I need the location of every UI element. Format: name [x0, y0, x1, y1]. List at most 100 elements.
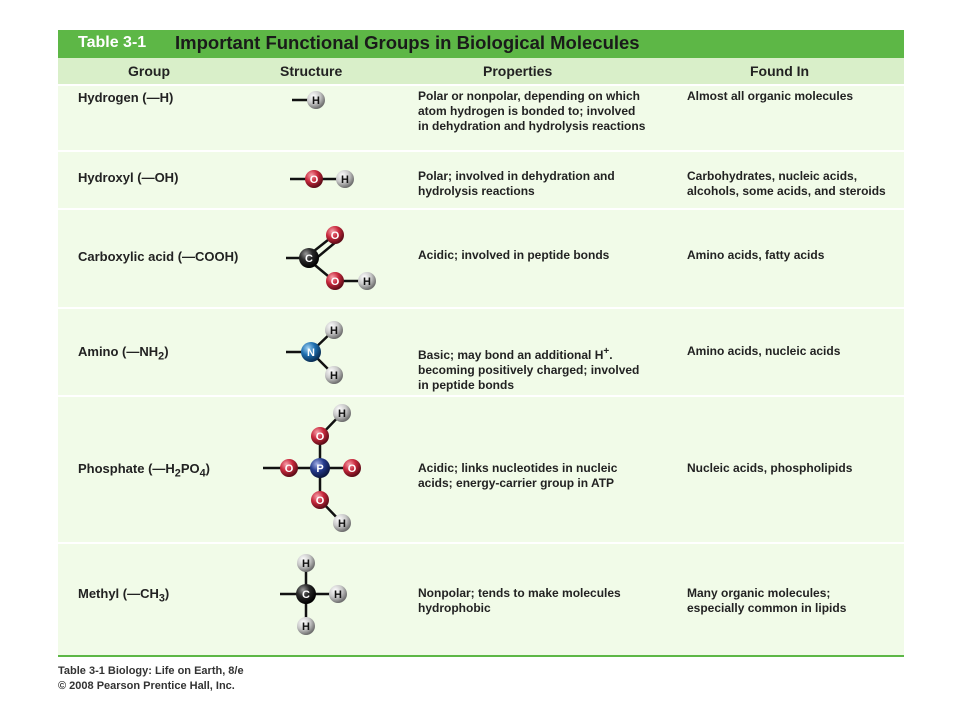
hydrogen-atom-icon: H	[325, 321, 343, 339]
hydrogen-atom-icon: H	[358, 272, 376, 290]
properties-line: in peptide bonds	[418, 378, 514, 392]
svg-text:H: H	[302, 558, 310, 570]
title-bar: Table 3-1 Important Functional Groups in…	[58, 30, 904, 58]
methyl-structure: C H H H	[280, 554, 347, 635]
properties-cell: Polar or nonpolar, depending on which at…	[418, 89, 678, 134]
properties-cell: Polar; involved in dehydration and hydro…	[418, 169, 678, 199]
found-in-line: Many organic molecules;	[687, 586, 831, 600]
found-in-line: Amino acids, nucleic acids	[687, 344, 841, 358]
header-found-in: Found In	[750, 63, 810, 79]
hydrogen-atom-icon: H	[297, 554, 315, 572]
svg-text:O: O	[316, 495, 325, 507]
group-name: Hydrogen (—H)	[78, 90, 174, 105]
row-divider	[58, 150, 904, 152]
properties-line: hydrolysis reactions	[418, 184, 535, 198]
structure-diagrams: H O H C O O H N H H	[263, 91, 376, 635]
svg-text:O: O	[348, 463, 357, 475]
group-name-text: PO	[180, 461, 200, 476]
caption-line-1: Table 3-1 Biology: Life on Earth, 8/e	[58, 665, 244, 677]
svg-text:H: H	[363, 276, 371, 288]
hydrogen-atom-icon: H	[325, 366, 343, 384]
properties-text: Basic; may bond an additional H	[418, 348, 604, 362]
found-in-line: Nucleic acids, phospholipids	[687, 461, 853, 475]
svg-text:H: H	[330, 370, 338, 382]
svg-text:H: H	[341, 174, 349, 186]
hydrogen-atom-icon: H	[336, 170, 354, 188]
oxygen-atom-icon: O	[305, 170, 323, 188]
table-title: Important Functional Groups in Biologica…	[175, 32, 640, 53]
group-name-text: Amino (—NH	[78, 344, 159, 359]
phosphorus-atom-icon: P	[310, 458, 330, 478]
properties-line: Basic; may bond an additional H+.	[418, 344, 678, 363]
properties-line: becoming positively charged; involved	[418, 363, 640, 377]
carbon-atom-icon: C	[296, 584, 316, 604]
properties-text: .	[609, 348, 613, 362]
hydrogen-structure: H	[292, 91, 325, 109]
properties-line: Polar or nonpolar, depending on which	[418, 89, 641, 103]
properties-cell: Basic; may bond an additional H+. becomi…	[418, 344, 678, 393]
found-in-line: alcohols, some acids, and steroids	[687, 184, 886, 198]
found-in-line: Carbohydrates, nucleic acids,	[687, 169, 858, 183]
table-bottom-rule	[58, 655, 904, 657]
amino-structure: N H H	[286, 321, 343, 384]
subscript: 4	[199, 467, 206, 480]
hydroxyl-structure: O H	[290, 170, 354, 188]
functional-groups-table: Table 3-1 Important Functional Groups in…	[58, 30, 904, 656]
group-name-text: )	[164, 344, 169, 359]
properties-line: atom hydrogen is bonded to; involved	[418, 104, 636, 118]
column-header-row: Group Structure Properties Found In	[58, 58, 904, 84]
carboxyl-structure: C O O H	[286, 226, 376, 290]
properties-line: Acidic; involved in peptide bonds	[418, 248, 610, 262]
header-divider	[58, 84, 904, 86]
svg-text:H: H	[330, 325, 338, 337]
carbon-atom-icon: C	[299, 248, 319, 268]
svg-text:N: N	[307, 347, 315, 359]
group-name: Hydroxyl (—OH)	[78, 170, 179, 185]
source-caption: Table 3-1 Biology: Life on Earth, 8/e © …	[58, 664, 244, 694]
group-name-text: )	[164, 586, 170, 601]
svg-text:H: H	[334, 589, 342, 601]
group-name: Methyl (—CH3)	[78, 586, 169, 607]
nitrogen-atom-icon: N	[301, 342, 321, 362]
hydrogen-atom-icon: H	[329, 585, 347, 603]
svg-text:C: C	[302, 589, 310, 601]
found-in-cell: Almost all organic molecules	[687, 89, 902, 104]
row-divider	[58, 208, 904, 210]
properties-cell: Nonpolar; tends to make molecules hydrop…	[418, 586, 678, 616]
superscript: +	[603, 346, 610, 357]
header-structure: Structure	[280, 63, 343, 79]
header-group: Group	[128, 63, 170, 79]
found-in-cell: Carbohydrates, nucleic acids, alcohols, …	[687, 169, 902, 199]
oxygen-atom-icon: O	[326, 272, 344, 290]
properties-line: hydrophobic	[418, 601, 491, 615]
properties-line: in dehydration and hydrolysis reactions	[418, 119, 646, 133]
properties-line: acids; energy-carrier group in ATP	[418, 476, 615, 490]
hydrogen-atom-icon: H	[307, 91, 325, 109]
subscript: 2	[174, 467, 181, 480]
properties-line: Acidic; links nucleotides in nucleic	[418, 461, 618, 475]
svg-text:O: O	[316, 431, 325, 443]
svg-text:O: O	[331, 230, 340, 242]
oxygen-atom-icon: O	[326, 226, 344, 244]
row-divider	[58, 542, 904, 544]
group-name: Amino (—NH2)	[78, 344, 169, 365]
oxygen-atom-icon: O	[280, 459, 298, 477]
header-properties: Properties	[483, 63, 553, 79]
svg-text:C: C	[305, 253, 313, 265]
svg-text:H: H	[312, 95, 320, 107]
group-name-text: Methyl (—CH	[78, 586, 159, 601]
properties-line: Nonpolar; tends to make molecules	[418, 586, 621, 600]
group-name-text: Phosphate (—H	[78, 461, 175, 476]
svg-text:P: P	[316, 463, 323, 475]
found-in-cell: Amino acids, nucleic acids	[687, 344, 902, 359]
table-number: Table 3-1	[78, 34, 147, 51]
svg-text:H: H	[338, 408, 346, 420]
found-in-line: especially common in lipids	[687, 601, 847, 615]
row-divider	[58, 395, 904, 397]
svg-text:O: O	[331, 276, 340, 288]
oxygen-atom-icon: O	[311, 491, 329, 509]
properties-cell: Acidic; involved in peptide bonds	[418, 248, 678, 263]
hydrogen-atom-icon: H	[333, 514, 351, 532]
subscript: 3	[158, 592, 165, 605]
hydrogen-atom-icon: H	[297, 617, 315, 635]
